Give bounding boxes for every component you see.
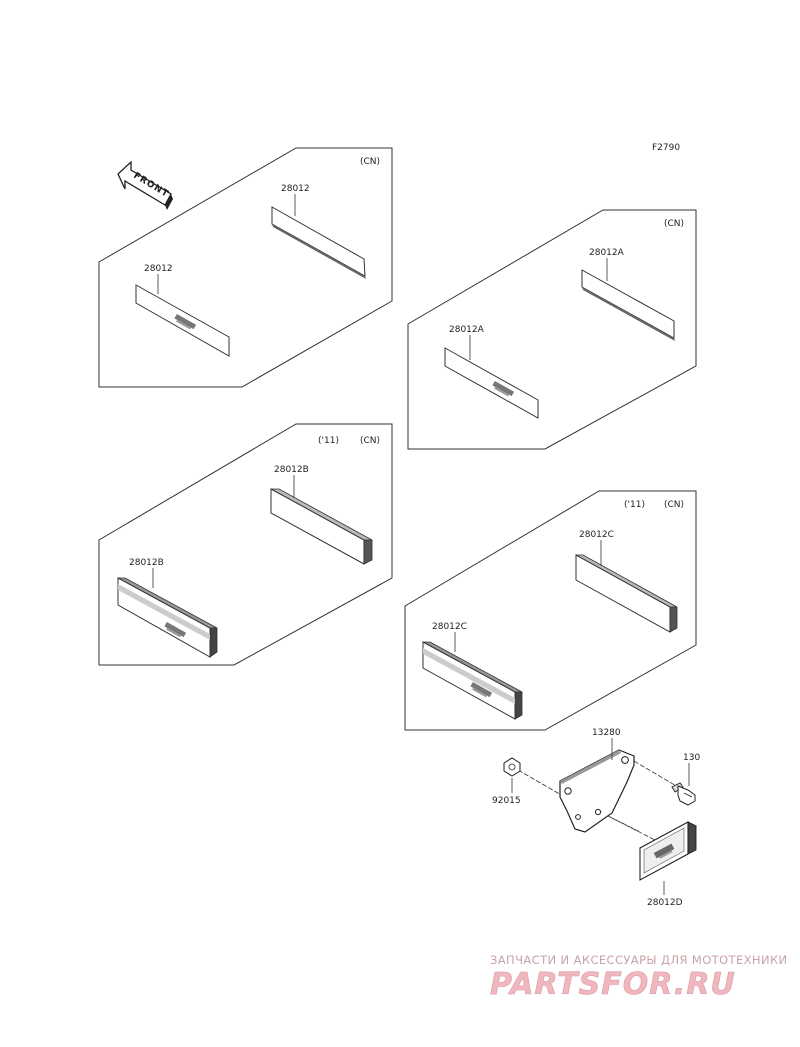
bracket	[559, 749, 635, 833]
front-arrow-icon: FRONT	[117, 160, 173, 210]
kawasaki-logo-icon	[492, 381, 515, 397]
panel-4-part-label-lower: 28012C	[432, 622, 467, 632]
bolt-label: 130	[683, 753, 700, 763]
bracket-label: 13280	[592, 728, 621, 738]
panel-2-part-label-upper: 28012A	[589, 248, 625, 258]
kawasaki-logo-icon	[470, 682, 493, 698]
panel-1-part-label-lower: 28012	[144, 264, 173, 274]
panel-3-reflector-lower	[117, 577, 218, 658]
panel-3-part-label-lower: 28012B	[129, 558, 164, 568]
panel-4-tag-year: ('11)	[624, 500, 645, 510]
panel-3-reflector-upper	[270, 488, 373, 565]
panel-2-reflector-upper	[581, 269, 675, 341]
panel-1: (CN) 28012 28012	[98, 147, 393, 388]
panel-3-part-label-upper: 28012B	[274, 465, 309, 475]
panel-1-tag-cn: (CN)	[360, 157, 380, 167]
panel-2-part-label-lower: 28012A	[449, 325, 485, 335]
watermark-tagline: ЗАПЧАСТИ И АКСЕССУАРЫ ДЛЯ МОТОТЕХНИКИ	[490, 953, 788, 967]
panel-4-part-label-upper: 28012C	[579, 530, 614, 540]
figure-code: F2790	[652, 143, 680, 153]
nut	[503, 757, 521, 777]
panel-4-reflector-upper	[575, 554, 678, 633]
reflector-label: 28012D	[647, 898, 683, 908]
kawasaki-logo-icon	[174, 314, 197, 330]
panel-2-reflector-lower	[444, 347, 539, 419]
panel-2-tag-cn: (CN)	[664, 219, 684, 229]
panel-1-reflector-upper	[271, 206, 366, 279]
panel-2: (CN) 28012A 28012A	[407, 209, 697, 450]
kawasaki-logo-icon	[164, 622, 187, 638]
reflector-28012d	[639, 821, 697, 881]
watermark: ЗАПЧАСТИ И АКСЕССУАРЫ ДЛЯ МОТОТЕХНИКИ PA…	[490, 953, 788, 1002]
panel-1-part-label-upper: 28012	[281, 184, 310, 194]
panel-3-tag-year: ('11)	[318, 436, 339, 446]
bolt	[671, 782, 696, 806]
rear-reflector-assembly: 13280 92015 130 28012D	[492, 728, 700, 908]
watermark-logo: PARTSFOR.RU	[490, 967, 736, 1002]
kawasaki-logo-icon	[653, 843, 675, 859]
panel-4-tag-cn: (CN)	[664, 500, 684, 510]
nut-label: 92015	[492, 796, 521, 806]
panel-4-reflector-lower	[422, 641, 523, 720]
panel-1-reflector-lower	[135, 284, 230, 357]
panel-4: ('11) (CN) 28012C 28012C	[404, 490, 697, 731]
panel-3-tag-cn: (CN)	[360, 436, 380, 446]
panel-3: ('11) (CN) 28012B 28012B	[98, 423, 393, 666]
